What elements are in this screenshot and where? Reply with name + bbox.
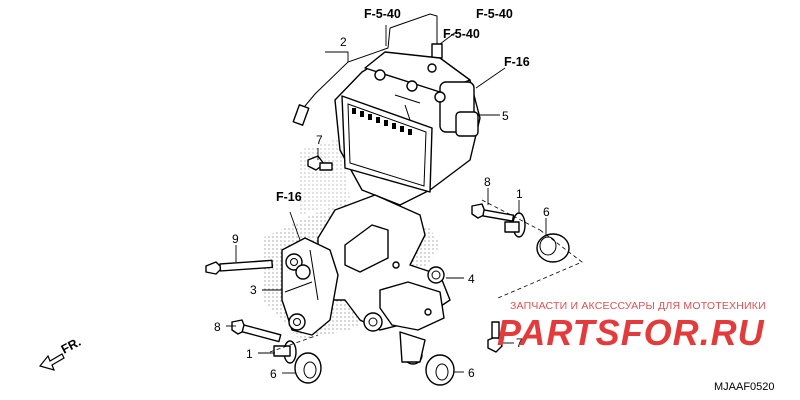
part-label-7-bottom: 7: [516, 336, 523, 350]
part-label-6-top: 6: [543, 205, 550, 219]
grommet-lower-left: [294, 352, 322, 384]
part-label-7-top: 7: [316, 133, 323, 147]
bolt-8-upper: [471, 203, 515, 222]
ref-label-f540-a: F-5-40: [364, 7, 401, 21]
bolt-7-upper: [307, 155, 333, 171]
ref-label-f540-c: F-5-40: [443, 27, 480, 41]
part-label-1-top: 1: [516, 187, 523, 201]
part-label-6-bottom-left: 6: [270, 367, 277, 381]
part-label-8-bottom: 8: [214, 320, 221, 334]
leader-lines: [226, 25, 547, 374]
front-arrow-icon: [38, 353, 65, 371]
part-label-5: 5: [502, 109, 509, 123]
clamp-block: [281, 237, 339, 336]
part-label-2: 2: [340, 35, 347, 49]
front-direction-label: FR.: [59, 335, 83, 357]
part-label-1-bottom: 1: [246, 347, 253, 361]
diagram-code: MJAAF0520: [714, 381, 775, 393]
assembly-lines: [269, 199, 583, 353]
bolt-8-lower: [231, 319, 282, 343]
part-label-4: 4: [468, 272, 475, 286]
collar-lower: [273, 340, 297, 364]
grommet-lower-right: [425, 354, 455, 386]
part-label-9: 9: [232, 232, 239, 246]
part-label-8-top: 8: [484, 175, 491, 189]
abs-bracket: [317, 194, 451, 365]
ref-label-f16-left: F-16: [276, 190, 302, 204]
watermark-tagline: ЗАПЧАСТИ И АКСЕССУАРЫ ДЛЯ МОТОТЕХНИКИ: [510, 300, 766, 312]
watermark-logo: PARTSFOR.RU: [497, 312, 765, 353]
part-label-3: 3: [250, 283, 257, 297]
part-label-6-bottom-right: 6: [468, 366, 475, 380]
bolt-9: [205, 259, 274, 275]
bolt-7-lower: [487, 321, 503, 353]
abs-modulator: [334, 51, 481, 206]
ref-label-f540-b: F-5-40: [476, 7, 513, 21]
ref-label-f16-top: F-16: [504, 55, 530, 69]
grommet-upper: [536, 233, 570, 263]
